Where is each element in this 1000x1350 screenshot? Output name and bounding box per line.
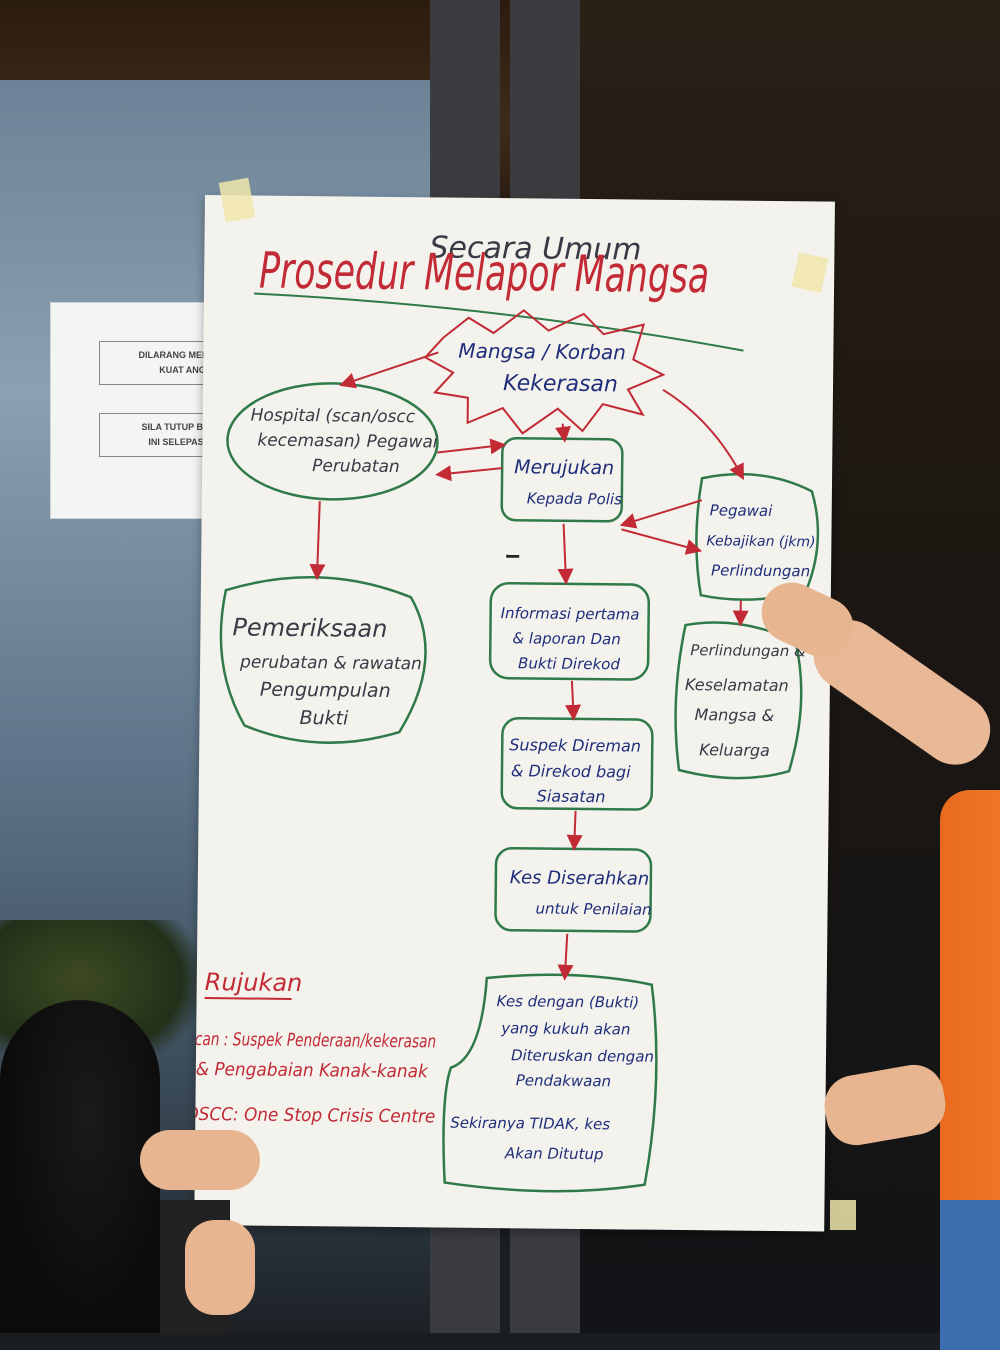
person-right-jeans <box>940 1200 1000 1350</box>
case-line-1: Kes Diserahkan <box>510 867 650 889</box>
police-line-2: Kepada Polis <box>527 489 622 508</box>
arrow-info-suspect <box>572 681 574 717</box>
medical-line-3: Pengumpulan <box>260 679 391 702</box>
closed-line-2: Akan Ditutup <box>504 1144 604 1163</box>
arrow-victim-welfare <box>662 390 743 477</box>
referral-underline <box>205 998 292 999</box>
holding-hand-left-2 <box>185 1220 255 1315</box>
arrow-police-welfare <box>621 529 698 550</box>
welfare-line-3: Perlindungan <box>711 561 810 580</box>
referral-scan-line-1: Scan : Suspek Penderaan/kekerasan <box>194 1029 436 1053</box>
police-node <box>502 438 623 521</box>
protection-line-3: Mangsa & <box>694 705 774 725</box>
person-right-orange-shirt <box>940 790 1000 1350</box>
info-line-1: Informasi pertama <box>501 604 640 623</box>
prosecute-line-4: Pendakwaan <box>516 1071 612 1090</box>
hospital-line-2: kecemasan) Pegawai <box>257 431 438 453</box>
case-node <box>495 848 651 932</box>
holding-hand-left-1 <box>140 1130 260 1190</box>
suspect-line-3: Siasatan <box>537 787 606 807</box>
protection-line-4: Keluarga <box>699 740 770 760</box>
flowchart-poster: Secara Umum Prosedur Melapor Mangsa Mang… <box>194 195 835 1232</box>
arrow-welfare-police <box>624 499 702 525</box>
prosecute-line-3: Diteruskan dengan <box>511 1046 654 1065</box>
arrow-victim-police <box>562 424 564 439</box>
person-left-head <box>0 1000 160 1333</box>
door-notice: DILARANG MEMBUKA KUAT ANGIN SILA TUTUP B… <box>50 302 227 519</box>
hospital-line-1: Hospital (scan/oscc <box>251 405 416 427</box>
welfare-line-2: Kebajikan (jkm) <box>706 533 815 550</box>
hospital-line-3: Perubatan <box>312 456 400 477</box>
referral-oscc: OSCC: One Stop Crisis Centre <box>194 1104 435 1128</box>
suspect-line-2: & Direkod bagi <box>511 761 631 781</box>
referral-scan-line-2: & Pengabaian Kanak-kanak <box>196 1059 430 1082</box>
victim-line-1: Mangsa / Korban <box>458 339 626 365</box>
prosecute-line-2: yang kukuh akan <box>500 1019 630 1038</box>
medical-line-2: perubatan & rawatan <box>239 652 422 674</box>
prosecute-line-1: Kes dengan (Bukti) <box>496 992 639 1011</box>
arrow-victim-hospital <box>343 351 438 385</box>
tape-bottom-right <box>830 1200 856 1230</box>
arrow-suspect-case <box>574 811 575 847</box>
arrow-hospital-police <box>437 444 502 453</box>
case-line-2: untuk Penilaian <box>535 900 651 919</box>
arrow-police-info <box>563 524 567 581</box>
info-line-3: Bukti Direkod <box>518 654 620 673</box>
medical-line-4: Bukti <box>299 707 349 730</box>
suspect-line-1: Suspek Direman <box>509 735 641 755</box>
arrow-case-outcome <box>565 934 567 977</box>
flowchart-drawing: Secara Umum Prosedur Melapor Mangsa Mang… <box>194 195 835 1232</box>
police-line-1: Merujukan <box>514 456 614 479</box>
protection-line-2: Keselamatan <box>685 675 789 695</box>
info-line-2: & laporan Dan <box>512 629 621 648</box>
poster-title: Prosedur Melapor Mangsa <box>259 242 710 305</box>
referral-heading: Rujukan <box>205 968 303 997</box>
arrow-police-hospital <box>439 467 502 475</box>
welfare-line-1: Pegawai <box>710 501 774 520</box>
medical-line-1: Pemeriksaan <box>232 613 387 643</box>
closed-line-1: Sekiranya TIDAK, kes <box>450 1114 610 1134</box>
victim-line-2: Kekerasan <box>503 371 618 397</box>
arrow-hospital-medical <box>317 501 320 576</box>
